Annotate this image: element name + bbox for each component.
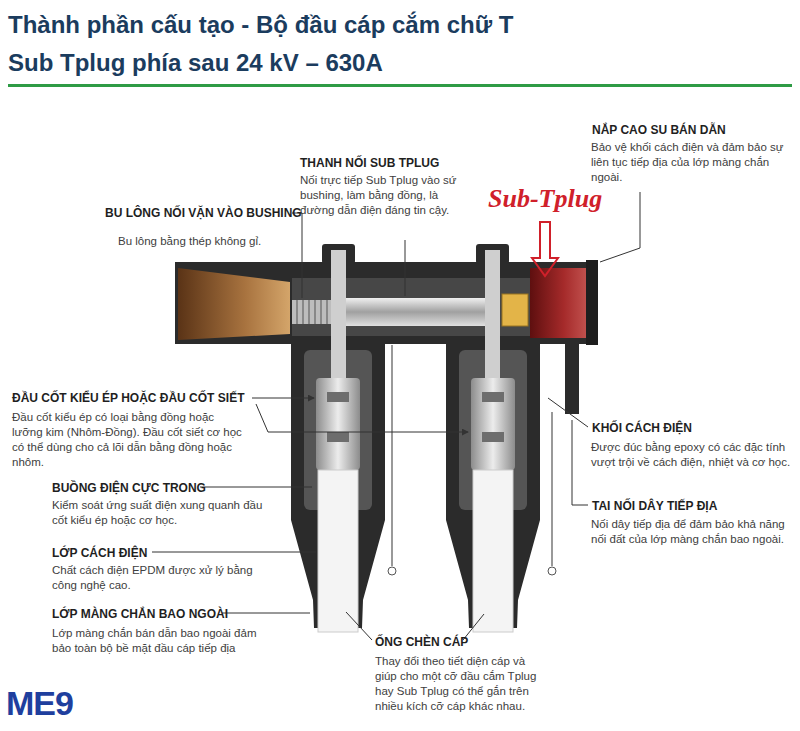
earth-wire <box>551 412 553 566</box>
left-cable <box>318 470 358 632</box>
thread-lines <box>297 300 327 324</box>
right-stud <box>485 250 500 380</box>
part-heading: ỐNG CHÈN CÁP <box>375 634 468 650</box>
right-lug <box>471 378 515 470</box>
part-description: Nối dây tiếp địa để đảm bảo khả năng nối… <box>591 517 796 547</box>
part-description: Bảo vệ khối cách điện và đảm bảo sự liên… <box>591 140 796 185</box>
rubber-cap <box>586 260 598 345</box>
leader-line <box>222 613 310 614</box>
leader-line <box>256 404 468 432</box>
part-heading: TAI NỐI DÂY TIẾP ĐỊA <box>592 498 717 514</box>
leader-line <box>600 192 640 262</box>
sub-tplug-insert <box>530 268 586 338</box>
part-description: Kiểm soát ứng suất điện xung quanh đầu c… <box>52 498 272 528</box>
lug-slot <box>482 392 504 402</box>
part-heading: THANH NỐI SUB TPLUG <box>300 155 439 171</box>
red-arrow <box>532 222 558 276</box>
lug-slot <box>327 432 349 442</box>
part-heading: ĐẦU CỐT KIỂU ÉP HOẶC ĐẦU CỐT SIẾT <box>12 390 244 406</box>
brand-logo: ME9 <box>6 684 73 722</box>
earthing-ear <box>565 344 579 414</box>
lug-slot <box>327 392 349 402</box>
leader-line <box>405 240 406 296</box>
earth-ring <box>388 567 396 575</box>
part-heading: LỚP CÁCH ĐIỆN <box>52 545 147 561</box>
part-description: Bu lông bằng thép không gỉ. <box>118 234 288 249</box>
connecting-bar <box>346 298 485 326</box>
part-description: Được đúc bằng epoxy có các đặc tính vượt… <box>591 440 796 470</box>
lug-slot <box>482 432 504 442</box>
title-rule <box>8 84 792 87</box>
earth-wire <box>391 345 393 566</box>
leader-line <box>252 398 314 399</box>
bushing-cone <box>178 268 290 340</box>
bolt-thread <box>292 300 331 324</box>
callout-tag: Sub-Tplug <box>488 184 602 214</box>
part-heading: BU LÔNG NỐI VẶN VÀO BUSHING <box>105 205 302 221</box>
leader-line <box>152 552 316 553</box>
part-description: Đầu cốt kiểu ép có loại bằng đồng hoặc l… <box>12 410 247 470</box>
right-cable <box>473 470 513 632</box>
part-description: Lớp màng chắn bán dẫn bao ngoài đảm bảo … <box>52 626 277 656</box>
earth-ring <box>548 567 556 575</box>
left-lug <box>316 378 360 470</box>
leader-line <box>572 420 588 505</box>
page-title: Thành phần cấu tạo - Bộ đầu cáp cắm chữ … <box>8 6 533 82</box>
part-description: Nối trực tiếp Sub Tplug vào sứ bushing, … <box>300 173 465 218</box>
part-heading: LỚP MÀNG CHẮN BAO NGOÀI <box>52 606 228 622</box>
left-stud <box>331 250 346 380</box>
yellow-nut <box>502 294 528 326</box>
part-description: Thay đổi theo tiết diện cáp và giúp cho … <box>375 654 550 714</box>
part-heading: NẮP CAO SU BÁN DẪN <box>592 122 726 138</box>
leader-line <box>292 213 302 298</box>
leader-line <box>346 612 372 640</box>
housing-body <box>175 262 598 344</box>
leader-line <box>200 487 312 488</box>
part-heading: BUỒNG ĐIỆN CỰC TRONG <box>52 480 206 496</box>
part-heading: KHỐI CÁCH ĐIỆN <box>592 420 692 436</box>
leader-line <box>548 398 588 427</box>
part-description: Chất cách điện EPDM được xử lý bằng công… <box>52 563 272 593</box>
